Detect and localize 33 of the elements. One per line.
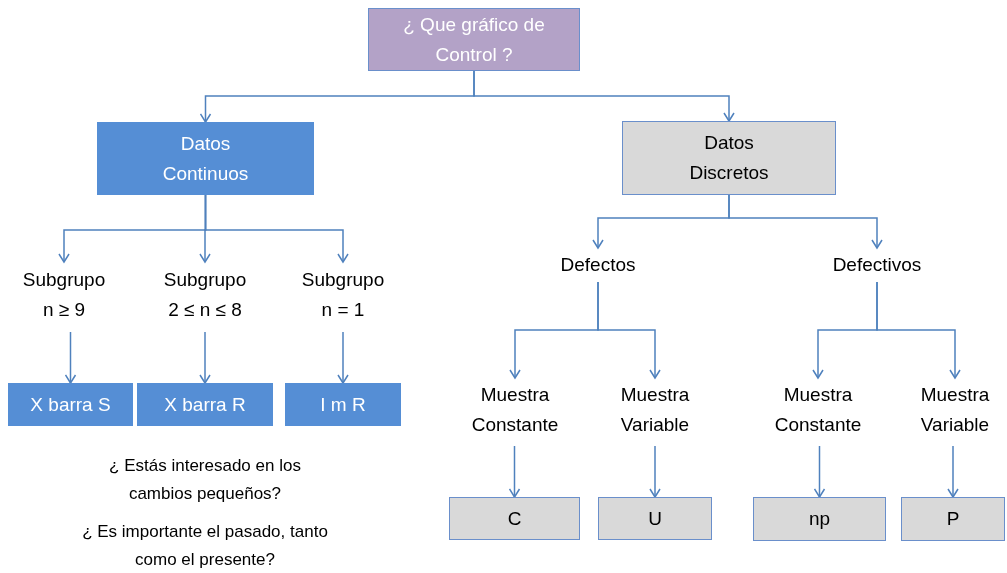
arrow (728, 194, 883, 249)
arrow (947, 445, 959, 498)
node-label: Defectos (538, 248, 658, 282)
node-label: Muestra Variable (600, 378, 710, 442)
question-note: ¿ Estás interesado en los cambios pequeños? (108, 455, 302, 505)
question-box: ¿ Que gráfico de Control ? (368, 8, 580, 71)
chart-type-box: C (449, 497, 580, 540)
node-label: Muestra Constante (455, 378, 575, 442)
arrow (508, 445, 521, 498)
arrow (597, 281, 661, 379)
arrow (337, 331, 349, 384)
chart-type-box: P (901, 497, 1005, 541)
chart-type-box: Datos Continuos (97, 122, 314, 195)
arrow (649, 445, 661, 498)
node-label: Subgrupo n ≥ 9 (4, 262, 124, 328)
node-label: Muestra Variable (905, 378, 1005, 442)
arrow (199, 331, 211, 384)
chart-type-box: I m R (285, 383, 401, 426)
chart-type-box: np (753, 497, 886, 541)
chart-type-box: X barra R (137, 383, 273, 426)
arrow (813, 445, 826, 498)
chart-type-box: X barra S (8, 383, 133, 426)
chart-type-box: U (598, 497, 712, 540)
arrow (473, 70, 735, 122)
chart-type-box: Datos Discretos (622, 121, 836, 195)
node-label: Subgrupo 2 ≤ n ≤ 8 (140, 262, 270, 328)
arrow (204, 194, 349, 263)
arrow (876, 281, 961, 379)
node-label: Muestra Constante (758, 378, 878, 442)
node-label: Subgrupo n = 1 (283, 262, 403, 328)
arrow (64, 331, 77, 384)
node-label: Defectivos (812, 248, 942, 282)
question-note: ¿ Es importante el pasado, tanto como el presente? (81, 521, 329, 571)
